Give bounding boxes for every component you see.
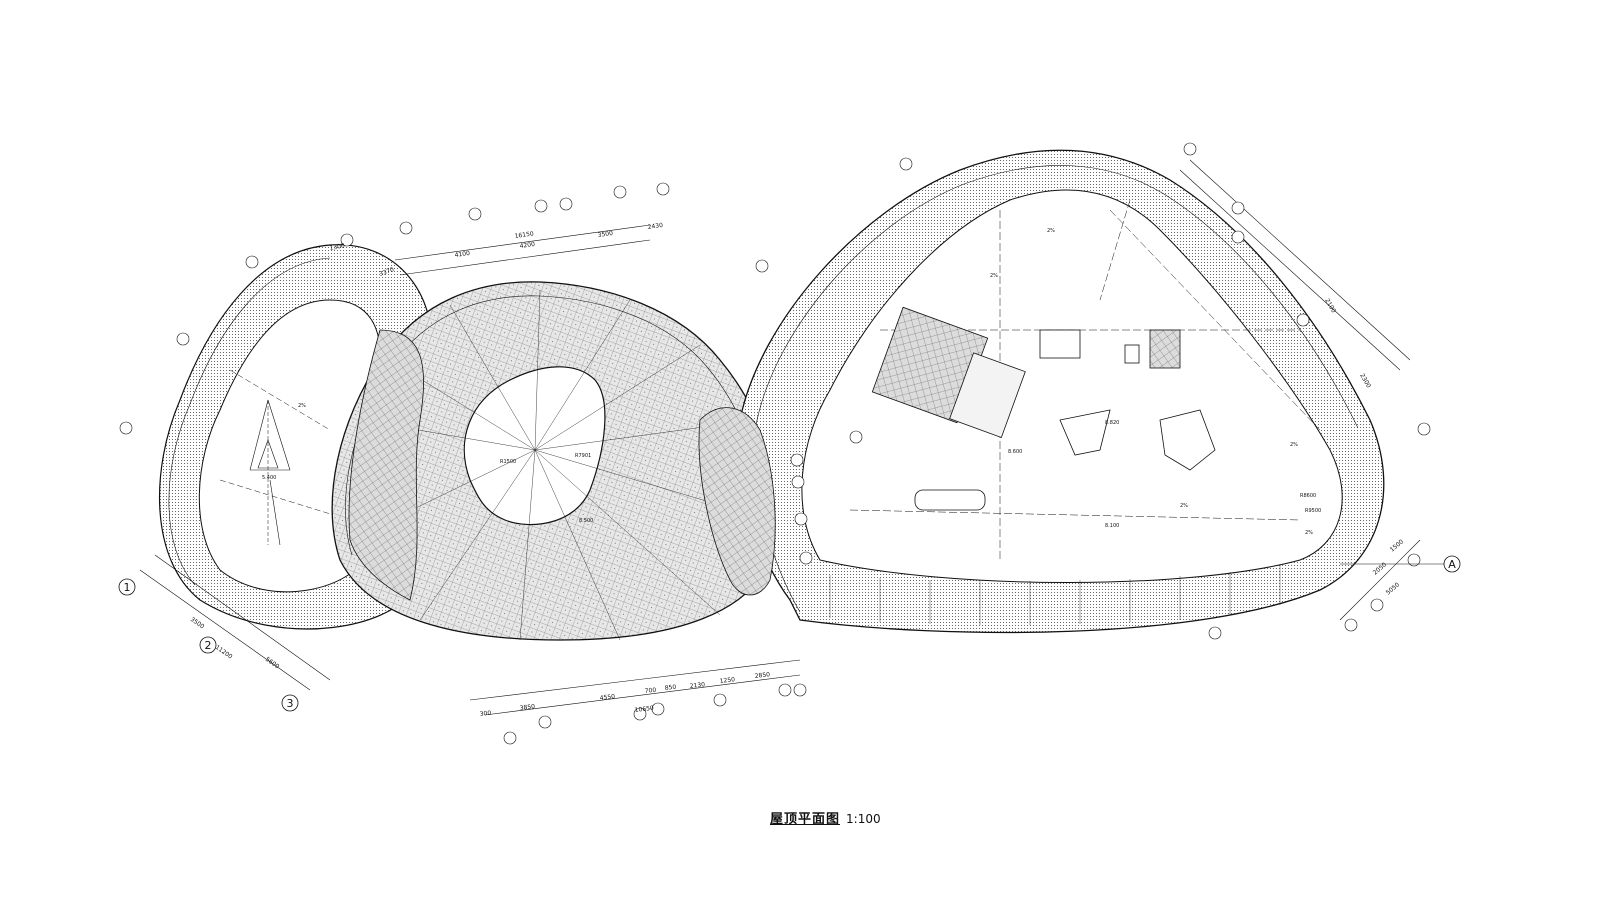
axis-marker-a: A bbox=[1443, 555, 1461, 573]
annotation-labels: R7901 R1500 R8600 R9500 5.400 8.500 8.60… bbox=[262, 228, 1321, 536]
dim-bottom-8: 700 bbox=[644, 687, 656, 695]
right-lobe-inner-roof bbox=[801, 189, 1343, 583]
caption-title: 屋顶平面图 bbox=[770, 812, 841, 827]
slope-label-5: 2% bbox=[1305, 530, 1313, 536]
dim-bottom-5: 1250 bbox=[719, 676, 735, 685]
dim-right-4: 5050 bbox=[1385, 581, 1401, 596]
dim-bottom-4: 2130 bbox=[689, 681, 705, 690]
dim-bottom-2: 10650 bbox=[634, 705, 654, 714]
radius-label-3: R9500 bbox=[1305, 508, 1321, 514]
dim-bottom-1: 4550 bbox=[599, 693, 615, 702]
middle-lobe bbox=[331, 281, 779, 641]
left-middle-junction bbox=[348, 329, 424, 601]
slope-label-3: 2% bbox=[1290, 442, 1298, 448]
dim-right-0: 2100 bbox=[1323, 298, 1337, 315]
elevation-label-4: 8.820 bbox=[1105, 420, 1119, 426]
dim-bottom-6: 2850 bbox=[754, 671, 770, 680]
svg-text:3: 3 bbox=[287, 697, 294, 710]
dim-left-0: 3500 bbox=[189, 616, 206, 631]
axis-markers: 1 2 3 A bbox=[118, 555, 1461, 712]
slope-label-0: 2% bbox=[298, 403, 306, 409]
perimeter-bubbles bbox=[119, 142, 1431, 745]
dim-top-2: 4200 bbox=[519, 241, 535, 250]
rooftop-equipment bbox=[871, 306, 1216, 511]
svg-text:1: 1 bbox=[124, 581, 131, 594]
dim-right-2: 1500 bbox=[1389, 538, 1405, 553]
dimension-lines bbox=[139, 159, 1421, 716]
axis-marker-2: 2 bbox=[199, 636, 217, 654]
dim-bottom-3: 300 bbox=[479, 710, 491, 718]
elevation-label-2: 8.600 bbox=[1008, 449, 1022, 455]
middle-right-junction bbox=[698, 407, 776, 596]
drawing-caption: 屋顶平面图 1:100 bbox=[770, 808, 881, 827]
dim-top-4: 2430 bbox=[647, 222, 663, 231]
dim-top-5: 3370 bbox=[378, 266, 395, 278]
svg-text:2: 2 bbox=[205, 639, 212, 652]
axis-marker-1: 1 bbox=[118, 578, 136, 596]
slope-label-2: 2% bbox=[1047, 228, 1055, 234]
slope-label-4: 2% bbox=[1180, 503, 1188, 509]
slope-label-1: 2% bbox=[990, 273, 998, 279]
caption-scale: 1:100 bbox=[846, 812, 881, 826]
axis-marker-3: 3 bbox=[281, 694, 299, 712]
svg-text:A: A bbox=[1448, 558, 1456, 571]
dim-left-2: 5600 bbox=[264, 656, 281, 671]
radius-label-1: R1500 bbox=[500, 459, 516, 465]
radius-label-0: R7901 bbox=[575, 453, 591, 459]
dim-left-1: 11200 bbox=[214, 644, 234, 661]
elevation-label-1: 8.500 bbox=[579, 518, 593, 524]
dim-top-1: 4100 bbox=[454, 250, 470, 259]
dim-right-1: 2300 bbox=[1358, 373, 1372, 390]
radius-label-2: R8600 bbox=[1300, 493, 1316, 499]
dim-top-3: 3500 bbox=[597, 230, 613, 239]
dim-bottom-0: 3850 bbox=[519, 703, 535, 712]
dim-bottom-7: 850 bbox=[664, 684, 676, 692]
elevation-label-3: 8.100 bbox=[1105, 523, 1119, 529]
dim-top-0: 16150 bbox=[514, 230, 534, 240]
middle-lobe-oculus bbox=[463, 366, 606, 526]
dim-top-6: 1300 bbox=[329, 242, 345, 252]
elevation-label-0: 5.400 bbox=[262, 475, 276, 481]
right-lobe bbox=[737, 149, 1385, 634]
